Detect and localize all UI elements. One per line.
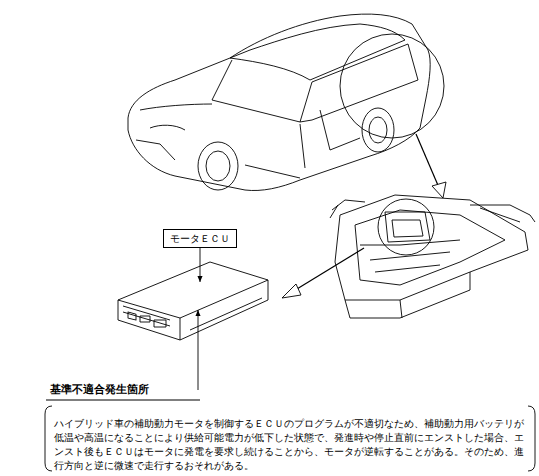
- fault-location-label: 基準不適合発生箇所: [50, 383, 149, 397]
- ecu-label-box: モータＥＣＵ: [163, 229, 237, 248]
- caption-note: ハイブリッド車の補助動力モータを制御するＥＣＵのプログラムが不適切なため、補助動…: [54, 417, 528, 473]
- box-text: モータＥＣＵ: [170, 232, 230, 245]
